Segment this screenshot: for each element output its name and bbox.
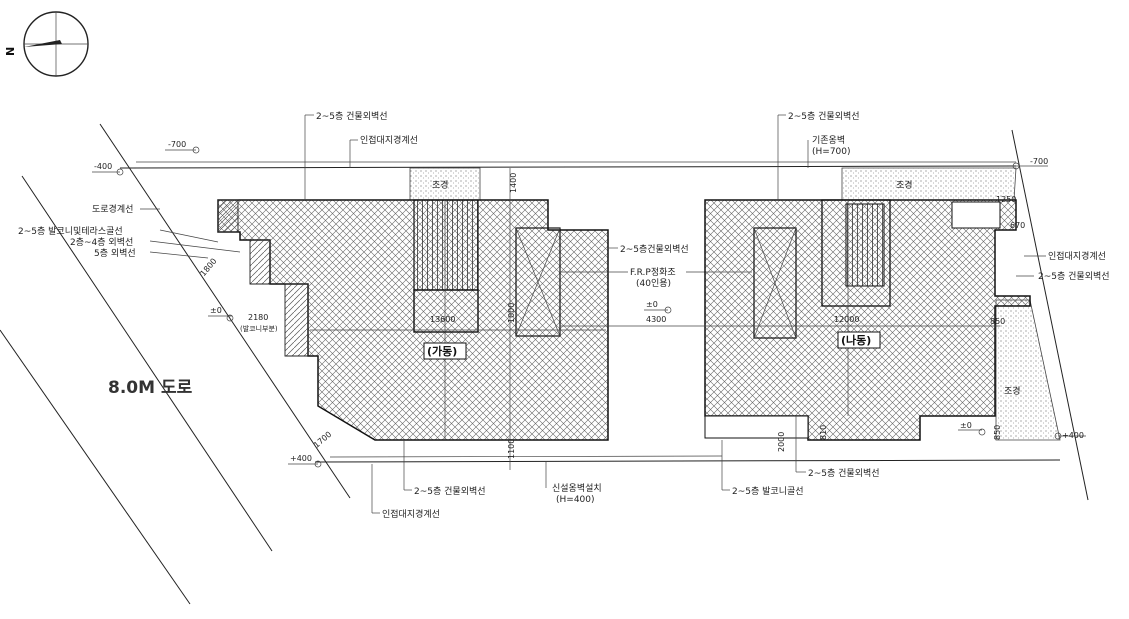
- level-minus700-left: -700: [168, 140, 186, 149]
- level-plus400-bottom-right: +400: [1062, 431, 1084, 440]
- building-a-stair: [413, 199, 479, 291]
- building-b-existing-wall-label: 기존옹벽: [812, 135, 845, 146]
- septic-label: F.R.P정화조: [630, 267, 676, 278]
- building-b-neighbor-right-label: 인접대지경계선: [1048, 250, 1106, 262]
- building-a-new-wall-h: (H=400): [556, 495, 595, 505]
- septic-capacity: (40인용): [636, 278, 671, 289]
- building-a-right-outline-label: 2~5층건물외벽선: [620, 243, 689, 255]
- building-a-landscape-label: 조경: [432, 179, 449, 191]
- level-zero-mid: ±0: [646, 300, 658, 309]
- building-b-dim-12000: 12000: [834, 315, 859, 324]
- building-a-floor-2-4-wall-label: 2층~4층 외벽선: [70, 236, 133, 248]
- septic-tank: [515, 227, 561, 337]
- building-a-elevator: [413, 289, 479, 333]
- building-b-landscape-top-label: 조경: [896, 179, 913, 191]
- building-b-dim-1250: 1250: [996, 195, 1016, 204]
- building-b-landscape-right-label: 조경: [1004, 385, 1021, 397]
- top-site-boundary: [119, 165, 1017, 169]
- building-a-top-outline-label: 2~5층 건물외벽선: [316, 110, 388, 122]
- level-minus700-right: -700: [1030, 157, 1048, 166]
- building-b-dim-810: 810: [819, 425, 828, 440]
- building-b-right-outline-label: 2~5층 건물외벽선: [1038, 270, 1110, 282]
- building-b-bottom-outline-label: 2~5층 건물외벽선: [808, 467, 880, 479]
- level-zero-left: ±0: [210, 306, 222, 315]
- building-b-top-outline-label: 2~5층 건물외벽선: [788, 110, 860, 122]
- building-a-floor-5-wall-label: 5층 외벽선: [94, 247, 136, 259]
- building-a-dim-13600: 13600: [430, 315, 455, 324]
- level-markers: -700 -400 -700 +400 +400 ±0 ±0 ±0: [92, 140, 1086, 468]
- building-b-dim-2000: 2000: [777, 432, 786, 452]
- north-label: N: [4, 47, 17, 56]
- building-a-dim-1100: 1100: [507, 439, 516, 459]
- building-b-core: [821, 199, 891, 307]
- building-a-dim-1000: 1000: [507, 303, 516, 323]
- building-a: 조경 (가동) 13600 1400 1000 1100 2180 (발코니부분…: [18, 110, 689, 520]
- building-a-dim-1700: 1700: [312, 430, 333, 450]
- bottom-site-boundary: [314, 459, 1061, 463]
- building-b-stair: [845, 203, 885, 287]
- building-a-name: (가동): [427, 344, 457, 358]
- building-a-dim-2180-note: (발코니부분): [240, 324, 278, 333]
- building-a-dim-1400: 1400: [509, 173, 518, 193]
- site-boundaries: [119, 129, 1089, 501]
- gap-dim-4300: 4300: [646, 315, 666, 324]
- north-arrow: N: [4, 11, 89, 77]
- building-b-dim-850b: 850: [993, 425, 1002, 440]
- building-a-new-wall-label: 신설옹벽설치: [552, 482, 602, 494]
- building-a-footprint: [217, 199, 609, 441]
- building-a-bottom-outline-label: 2~5층 건물외벽선: [414, 485, 486, 497]
- building-a-neighbor-bottom-label: 인접대지경계선: [382, 508, 440, 520]
- building-a-balcony-label: 2~5층 발코니및테라스골선: [18, 225, 123, 237]
- building-b: 조경 조경 (나동) 12000 1250 670 850 810 2000 8…: [560, 110, 1110, 497]
- road-boundary-line: [99, 123, 351, 499]
- building-b-landscape-top: [841, 167, 1017, 201]
- road-boundary-label: 도로경계선: [92, 203, 133, 215]
- level-minus400-left: -400: [94, 162, 112, 171]
- building-b-dim-670: 670: [1010, 221, 1025, 230]
- building-a-dim-2180: 2180: [248, 313, 268, 322]
- building-b-dim-850: 850: [990, 317, 1005, 326]
- building-a-neighbor-top-label: 인접대지경계선: [360, 134, 418, 146]
- building-a-dim-1800: 1800: [199, 257, 219, 278]
- building-b-name: (나동): [841, 333, 871, 347]
- level-zero-right: ±0: [960, 421, 972, 430]
- road-label: 8.0M 도로: [108, 378, 193, 398]
- building-b-existing-wall-h: (H=700): [812, 147, 851, 157]
- north-needle-icon: [24, 40, 62, 47]
- level-plus400-bottom-left: +400: [290, 454, 312, 463]
- building-b-elevator: [753, 227, 797, 339]
- building-b-balcony-line-label: 2~5층 발코니골선: [732, 486, 804, 497]
- road: 8.0M 도로 도로경계선: [0, 123, 351, 605]
- building-b-landscape-right: [995, 299, 1061, 441]
- right-site-boundary: [1011, 129, 1089, 501]
